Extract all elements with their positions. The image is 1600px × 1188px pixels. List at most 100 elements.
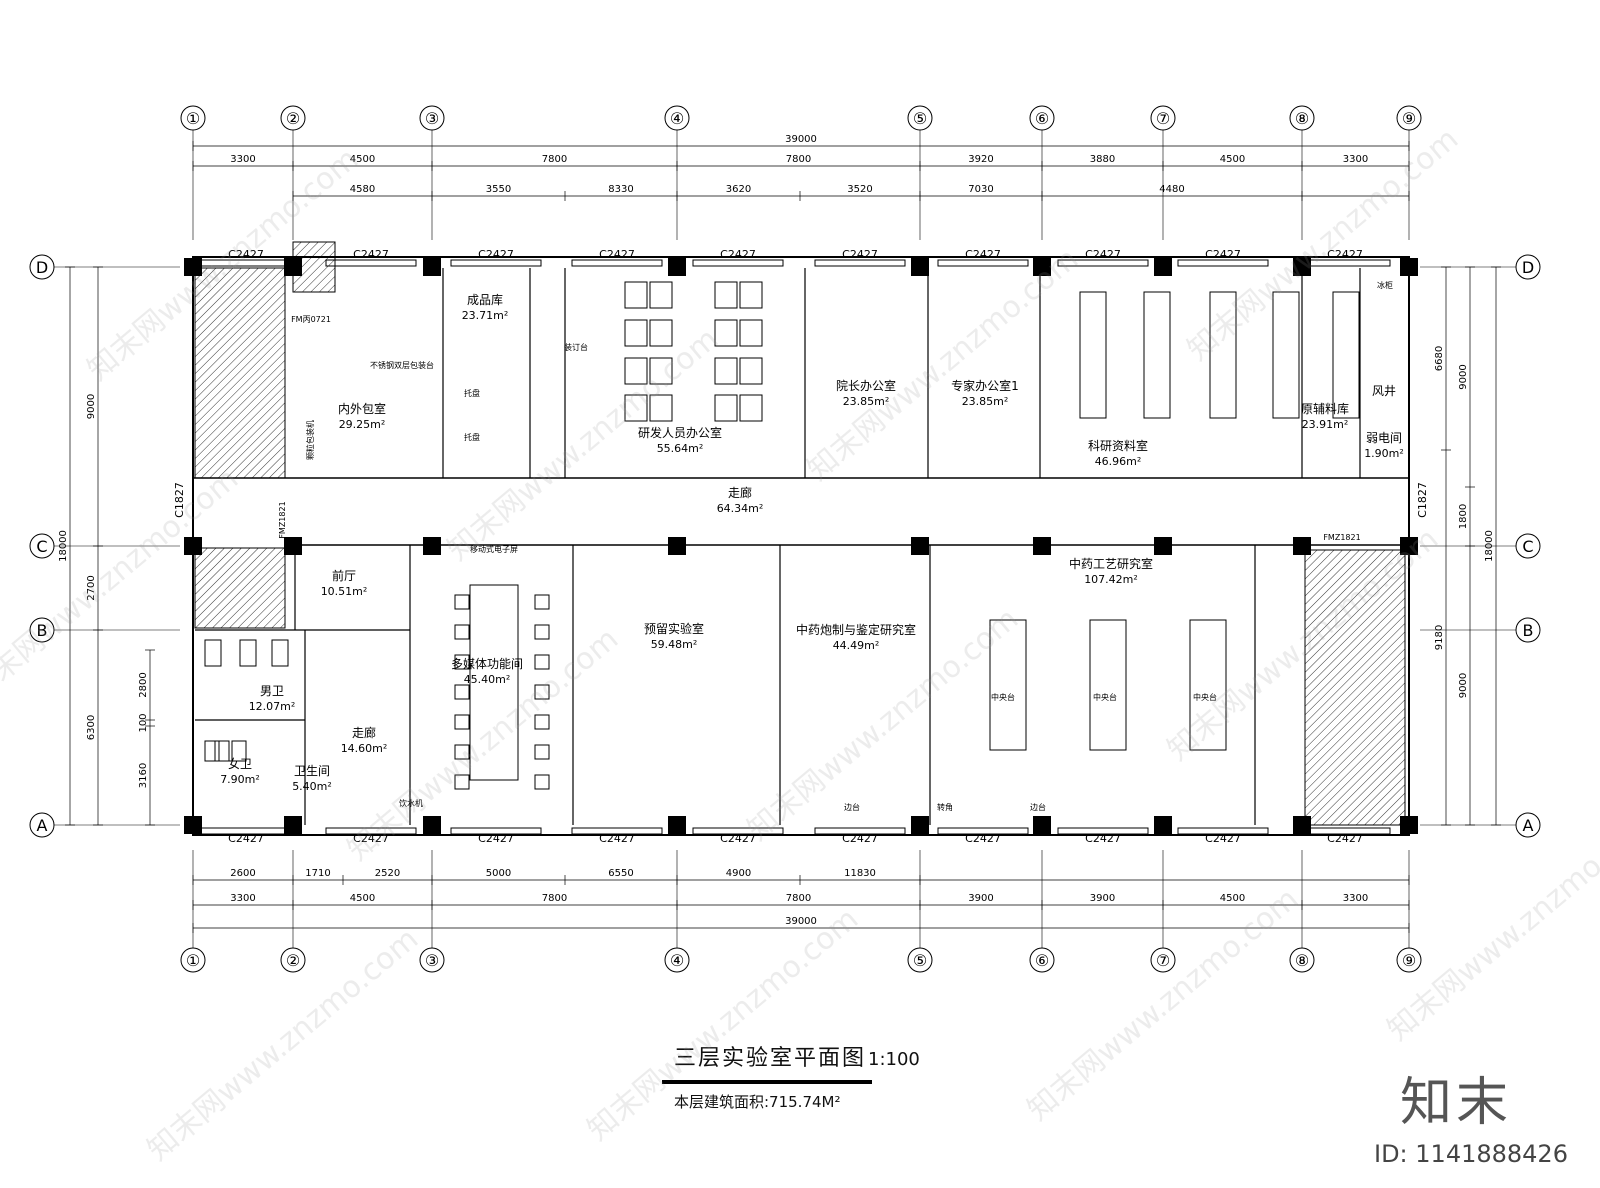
archive-shelf: [1332, 291, 1360, 419]
structural-column: [184, 816, 202, 834]
dim-top-row1-text: 3880: [1090, 154, 1115, 165]
room-area-archive: 46.96m²: [1095, 455, 1142, 468]
window-label-top: C2427: [599, 248, 635, 261]
archive-shelf: [1272, 291, 1300, 419]
axis-label: A: [1523, 816, 1534, 835]
window-label-top: C2427: [1085, 248, 1121, 261]
conference-table: [469, 584, 519, 781]
shaft-hatch: [292, 241, 336, 293]
window-label-right: C1827: [1416, 482, 1429, 518]
dim-top-row1-text: 3300: [230, 154, 255, 165]
dim-bottom-row2-text: 3300: [1343, 893, 1368, 904]
fridge-label: 冰柜: [1377, 280, 1393, 290]
dim-bottom-row1-text: 5000: [486, 868, 511, 879]
room-name-expert: 专家办公室1: [951, 378, 1019, 393]
floor-area-subtitle: 本层建筑面积:715.74M²: [674, 1093, 841, 1111]
central-lab-bench: [989, 619, 1027, 751]
structural-column: [911, 816, 929, 834]
room-name-elec: 弱电间: [1366, 431, 1402, 445]
room-name-tcm_craft: 中药工艺研究室: [1069, 556, 1153, 571]
room-name-toilet: 卫生间: [294, 764, 330, 778]
structural-column: [1400, 258, 1418, 276]
axis-label: C: [36, 537, 47, 556]
room-area-packing: 29.25m²: [339, 418, 386, 431]
axis-label: D: [1522, 258, 1534, 277]
axis-label: ②: [286, 109, 300, 128]
workstation-desk: [624, 357, 648, 385]
window-frame: [450, 259, 542, 267]
workstation-desk: [649, 281, 673, 309]
dim-top-row1-text: 3920: [968, 154, 993, 165]
structural-column: [1033, 258, 1051, 276]
dim-bottom-row1-text: 2600: [230, 868, 255, 879]
dim-bottom-row1-text: 4900: [726, 868, 751, 879]
workstation-desk: [714, 394, 738, 422]
room-area-product: 23.71m²: [462, 309, 509, 322]
axis-label: ⑦: [1156, 109, 1170, 128]
window-frame: [200, 827, 292, 835]
chair: [454, 744, 470, 760]
room-area-expert: 23.85m²: [962, 395, 1009, 408]
tray-label: 托盘: [464, 388, 480, 398]
dim-top-row1-text: 4500: [1220, 154, 1245, 165]
chair: [454, 654, 470, 670]
room-name-product: 成品库: [467, 292, 503, 307]
window-label-bottom: C2427: [1205, 832, 1241, 845]
structural-column: [1033, 816, 1051, 834]
chair: [454, 594, 470, 610]
window-label-bottom: C2427: [478, 832, 514, 845]
axis-label: ①: [186, 951, 200, 970]
central-lab-bench: [1189, 619, 1227, 751]
title-text: 三层实验室平面图: [674, 1046, 867, 1071]
dim-bottom-row2-text: 4500: [350, 893, 375, 904]
dim-bottom-row2-text: 7800: [786, 893, 811, 904]
dim-left-inner-text: 9000: [86, 394, 97, 419]
dim-left-inner-text: 2700: [86, 575, 97, 600]
axis-label: ⑥: [1035, 109, 1049, 128]
room-area-media: 45.40m²: [464, 673, 511, 686]
chair: [454, 714, 470, 730]
dim-bottom-row1-text: 11830: [844, 868, 876, 879]
archive-shelf: [1209, 291, 1237, 419]
window-frame: [450, 827, 542, 835]
room-area-reserve: 59.48m²: [651, 638, 698, 651]
room-name-rd_office: 研发人员办公室: [638, 425, 722, 440]
door-label-fmz-right: FMZ1821: [1323, 533, 1360, 542]
toilet-fixture: [204, 740, 220, 762]
door-label-fmz-left: FMZ1821: [278, 501, 287, 538]
dim-top-row2-text: 4580: [350, 184, 375, 195]
room-area-dean: 23.85m²: [843, 395, 890, 408]
room-area-raw: 23.91m²: [1302, 418, 1349, 431]
window-frame: [571, 259, 663, 267]
room-name-corridor2: 走廊: [352, 725, 376, 740]
dim-left-inner-text: 6300: [86, 715, 97, 740]
window-label-top: C2427: [720, 248, 756, 261]
room-area-tcm_proc: 44.49m²: [833, 639, 880, 652]
axis-label: B: [37, 621, 48, 640]
window-frame: [1177, 827, 1269, 835]
room-name-packing: 内外包室: [338, 401, 386, 416]
room-area-tcm_craft: 107.42m²: [1084, 573, 1138, 586]
dim-bottom-row1-text: 1710: [305, 868, 330, 879]
axis-label: ④: [670, 951, 684, 970]
room-name-lobby: 前厅: [332, 568, 356, 583]
window-label-bottom: C2427: [228, 832, 264, 845]
packing-table-label: 不锈钢双层包装台: [370, 360, 434, 370]
structural-column: [423, 258, 441, 276]
window-label-top: C2427: [1205, 248, 1241, 261]
dim-right-inner-text: 9000: [1458, 673, 1469, 698]
workstation-desk: [624, 394, 648, 422]
dim-top-row2-text: 7030: [968, 184, 993, 195]
dim-left-small-text: 100: [138, 713, 149, 732]
workstation-desk: [714, 357, 738, 385]
dim-top-total-text: 39000: [785, 134, 817, 145]
window-label-top: C2427: [353, 248, 389, 261]
axis-label: A: [37, 816, 48, 835]
room-area-rd_office: 55.64m²: [657, 442, 704, 455]
room-name-mens: 男卫: [260, 684, 284, 698]
window-label-top: C2427: [1327, 248, 1363, 261]
structural-column: [911, 258, 929, 276]
window-frame: [1057, 259, 1149, 267]
